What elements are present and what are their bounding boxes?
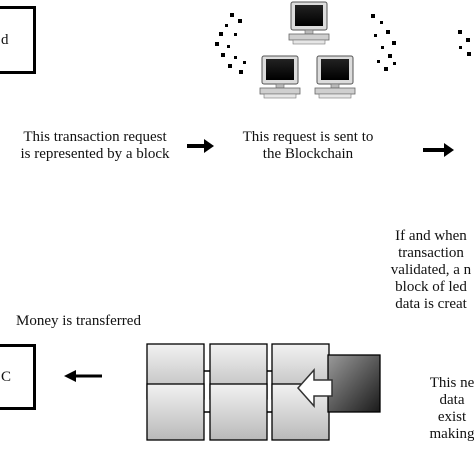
- computer-icon: [259, 55, 301, 99]
- step3-text: If and when transaction validated, a n b…: [390, 228, 472, 312]
- arrow-right-icon: [187, 139, 214, 153]
- new-block: [327, 354, 381, 413]
- chain-block: [146, 383, 205, 441]
- add-block-arrow-icon: [296, 368, 333, 408]
- step4-text: This ne data exist making: [429, 375, 474, 442]
- network-dots-right: [371, 14, 396, 71]
- arrow-left-icon: [64, 370, 102, 382]
- step1-text: This transaction request is represented …: [20, 129, 170, 162]
- recipient-box-label: C: [1, 368, 12, 385]
- step2-text: This request is sent to the Blockchain: [242, 129, 374, 162]
- network-dots-far-right: [458, 30, 471, 56]
- computer-icon: [314, 55, 356, 99]
- arrow-right-icon: [423, 143, 454, 157]
- chain-block: [209, 383, 268, 441]
- computer-icon: [288, 1, 330, 45]
- sender-box: d: [0, 6, 36, 74]
- money-transferred-text: Money is transferred: [16, 313, 141, 329]
- sender-box-label: d: [1, 31, 9, 48]
- network-dots-left: [215, 13, 246, 74]
- recipient-box: C: [0, 344, 36, 410]
